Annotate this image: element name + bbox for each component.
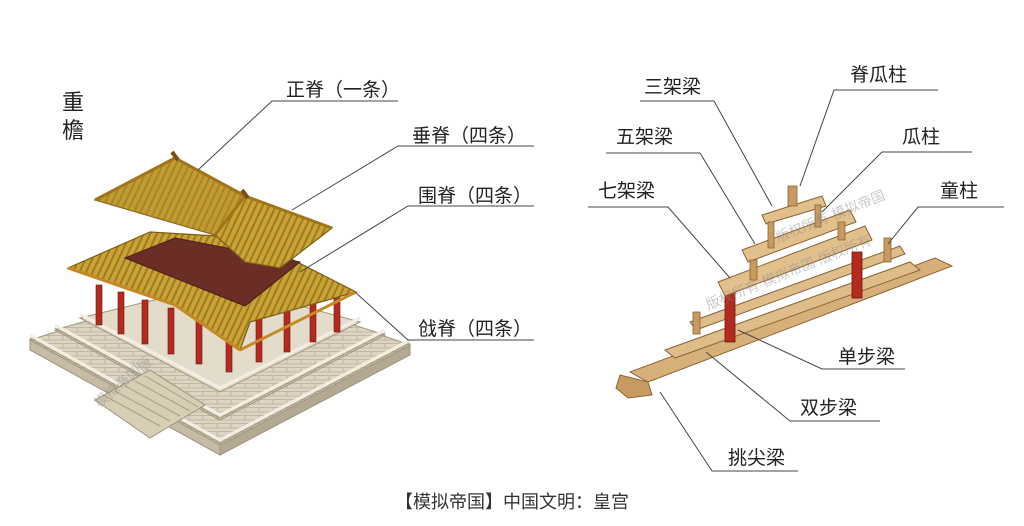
caption: 【模拟帝国】中国文明：皇宫: [395, 492, 629, 513]
ridge-post: [787, 185, 798, 207]
hall-columns: [95, 284, 341, 373]
staircase-steps: [104, 375, 199, 427]
child-post-2: [692, 311, 701, 335]
guazhu-left: [749, 259, 758, 281]
lower-roof-eave-ridge: [67, 266, 357, 352]
label-chuiji: 垂脊（四条）: [412, 125, 527, 147]
label-qijia: 七架梁: [598, 180, 656, 202]
label-wujia: 五架梁: [616, 126, 674, 148]
label-shuangbu: 双步梁: [800, 397, 858, 419]
beam-tiaojian-end: [615, 374, 653, 399]
label-weiji: 围脊（四条）: [418, 185, 533, 207]
leader-tongzhu: [887, 206, 1004, 245]
terrace-base-front-right: [219, 344, 411, 456]
front-staircase: [94, 369, 206, 439]
label-sanjia: 三架梁: [644, 76, 702, 98]
leader-weiji: [299, 205, 534, 273]
leader-zhengji: [197, 100, 398, 171]
leader-chuiji: [291, 145, 534, 211]
leader-danbu: [737, 329, 905, 370]
leader-qijia: [588, 206, 731, 279]
child-post: [883, 237, 892, 263]
leader-jigua: [799, 89, 938, 187]
label-tongzhu: 童柱: [940, 180, 979, 202]
diagram-title-double-eave: 重檐: [62, 91, 85, 144]
leader-wujia: [606, 152, 756, 245]
leader-shuangbu: [705, 351, 880, 422]
label-zhengji: 正脊（一条）: [286, 79, 401, 101]
leader-qiangji: [354, 291, 534, 341]
palace-hall-illustration: [28, 150, 412, 456]
leader-tiaojian: [659, 391, 798, 472]
beam-leader-lines: [588, 89, 1004, 472]
ridge-ornaments: [170, 150, 250, 200]
guazhu-upper-right: [814, 204, 822, 228]
label-guazhu: 瓜柱: [902, 126, 941, 148]
label-jigua: 脊瓜柱: [850, 64, 908, 86]
leader-guazhu: [821, 151, 972, 213]
guazhu-upper-left: [767, 221, 775, 249]
label-danbu: 单步梁: [838, 346, 896, 368]
guazhu-right: [837, 221, 846, 241]
beam-wujia: [741, 209, 857, 263]
terrace-balustrade-shadow: [29, 327, 411, 444]
upper-roof-ridges: [94, 156, 333, 236]
leader-sanjia: [640, 100, 773, 207]
post-right: [851, 251, 863, 299]
label-qiangji: 戗脊（四条）: [418, 318, 533, 340]
label-tiaojian: 挑尖梁: [728, 447, 786, 469]
roof-leader-lines: [197, 100, 534, 341]
beam-sanjia: [761, 195, 827, 225]
beam-frame-illustration: [615, 185, 954, 399]
